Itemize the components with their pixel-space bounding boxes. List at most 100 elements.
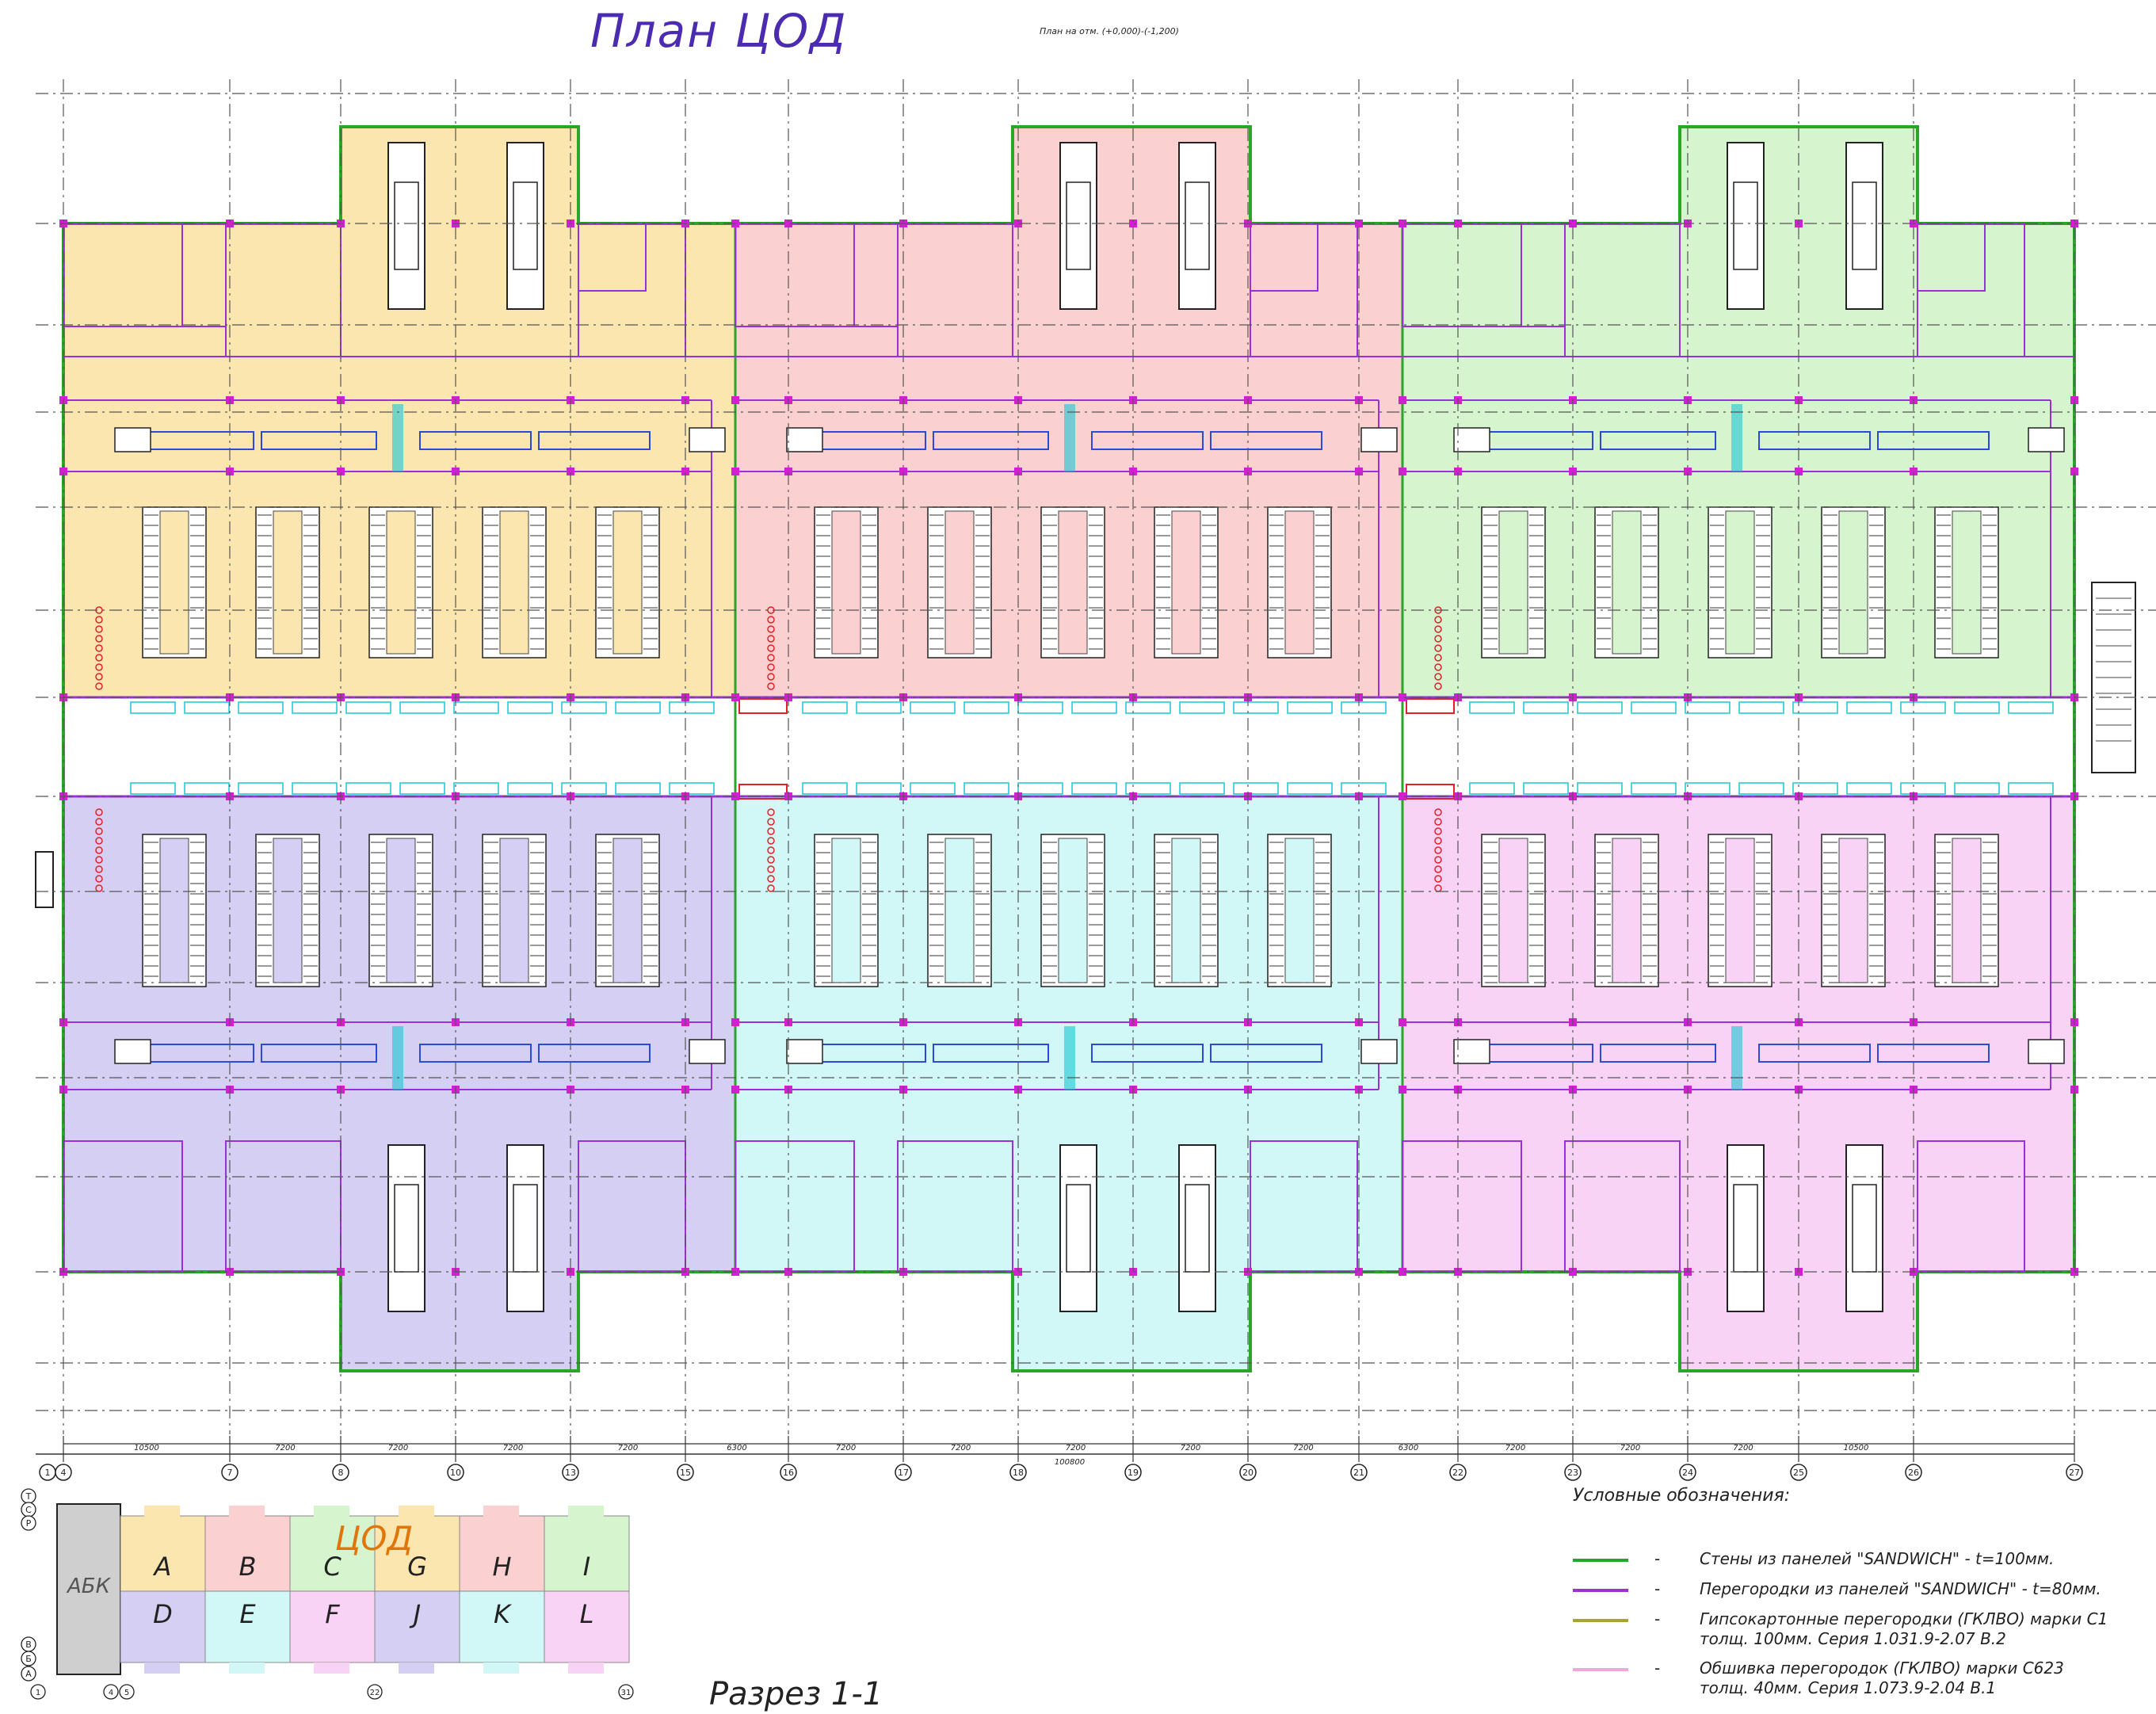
- ups-strip: [933, 1044, 1049, 1063]
- dimension-label: 7200: [388, 1444, 408, 1453]
- cooling-unit: [292, 701, 338, 714]
- cooling-unit: [910, 782, 956, 795]
- rack-aisle: [944, 838, 975, 983]
- axis-bubble-label: 7: [227, 1468, 233, 1478]
- dimension-label: 7200: [1620, 1444, 1640, 1453]
- legend-dash: -: [1654, 1549, 1661, 1568]
- generator-engine: [1733, 181, 1758, 270]
- rack-aisle: [273, 510, 303, 655]
- cooling-unit: [1738, 701, 1784, 714]
- plan-subtitle: План на отм. (+0,000)-(-1,200): [1040, 26, 1179, 36]
- pipe-marker: [1434, 616, 1442, 624]
- cooling-unit: [1017, 701, 1063, 714]
- section-label: Разрез 1-1: [709, 1676, 883, 1712]
- column-marker: [1355, 1268, 1363, 1276]
- key-zone-top: [289, 1515, 376, 1592]
- room-outline: [1250, 1140, 1358, 1273]
- pipe-marker: [767, 837, 775, 845]
- cooling-unit: [1900, 701, 1946, 714]
- rack-aisle: [1498, 510, 1528, 655]
- axis-bubble-label: 8: [338, 1468, 344, 1478]
- cooling-unit: [1577, 782, 1623, 795]
- cooling-unit: [1233, 782, 1279, 795]
- pipe-marker: [767, 663, 775, 671]
- cooling-unit: [1523, 782, 1569, 795]
- column-marker: [1454, 468, 1462, 475]
- axis-bubble: [1905, 1464, 1922, 1481]
- axis-bubble: [221, 1464, 238, 1481]
- pipe-marker: [767, 644, 775, 652]
- cable-tray: [1064, 404, 1075, 471]
- key-zone-protrusion: [568, 1506, 604, 1517]
- rack-aisle: [1838, 510, 1868, 655]
- cooling-unit: [1125, 701, 1171, 714]
- pipe-marker: [767, 616, 775, 624]
- cabinet: [1360, 427, 1398, 452]
- key-axis-label: А: [25, 1669, 32, 1679]
- cable-tray: [1731, 404, 1742, 471]
- key-zone-protrusion: [399, 1662, 434, 1674]
- cooling-unit: [1954, 701, 2000, 714]
- cooling-unit: [345, 701, 391, 714]
- generator: [1059, 142, 1097, 310]
- pipe-marker: [1434, 682, 1442, 690]
- cooling-unit: [669, 782, 715, 795]
- generator-engine: [1185, 181, 1210, 270]
- cooling-unit: [1954, 782, 2000, 795]
- key-zone-letter: D: [153, 1599, 173, 1629]
- rack-aisle: [1725, 838, 1755, 983]
- key-abk-block: [56, 1503, 121, 1675]
- dimension-label: 7200: [951, 1444, 971, 1453]
- column-marker: [784, 1268, 792, 1276]
- generator: [1178, 1144, 1216, 1312]
- ups-strip: [419, 431, 532, 450]
- pipe-marker: [1434, 865, 1442, 873]
- column-marker: [1355, 219, 1363, 227]
- pipe-marker: [95, 818, 103, 826]
- column-marker: [1910, 468, 1918, 475]
- legend-item-partition-cladding: - Обшивка перегородок (ГКЛВО) марки С623…: [1573, 1659, 2156, 1714]
- rack-aisle: [1952, 510, 1982, 655]
- axis-bubble-label: 4: [61, 1468, 67, 1478]
- cooling-unit: [1233, 701, 1279, 714]
- key-zone-protrusion: [314, 1662, 349, 1674]
- ups-strip: [1210, 431, 1322, 450]
- pipe-marker: [95, 837, 103, 845]
- cooling-unit: [1071, 782, 1117, 795]
- rack-aisle: [1725, 510, 1755, 655]
- pipe-marker: [1434, 875, 1442, 883]
- key-axis-label: T: [25, 1491, 32, 1502]
- key-zone-letter: I: [583, 1552, 590, 1582]
- key-zone-letter: H: [492, 1552, 511, 1582]
- key-axis-bubble: [21, 1651, 36, 1666]
- cooling-unit: [1685, 701, 1731, 714]
- pipe-marker: [767, 625, 775, 633]
- cabinet: [2028, 427, 2065, 452]
- key-zone-protrusion: [144, 1662, 180, 1674]
- axis-bubble: [332, 1464, 349, 1481]
- pipe-marker: [95, 884, 103, 892]
- pipe-marker: [1434, 818, 1442, 826]
- generator: [1845, 1144, 1883, 1312]
- key-axis-label: 31: [621, 1689, 632, 1697]
- room-outline: [735, 223, 855, 327]
- key-zone-letter: C: [323, 1552, 342, 1582]
- cooling-unit: [399, 701, 445, 714]
- cooling-unit: [1017, 782, 1063, 795]
- legend-swatch-olive: [1573, 1619, 1628, 1622]
- key-axis-label: B: [25, 1640, 32, 1650]
- key-zone-letter: E: [239, 1599, 256, 1629]
- column-marker: [681, 468, 689, 475]
- generator: [1727, 1144, 1765, 1312]
- pipe-marker: [95, 808, 103, 816]
- cooling-unit: [345, 782, 391, 795]
- key-axis-label: 4: [109, 1689, 113, 1697]
- column-marker: [1399, 693, 1406, 701]
- cooling-unit: [184, 701, 230, 714]
- rack-aisle: [273, 838, 303, 983]
- axis-bubble-label: 17: [898, 1468, 909, 1478]
- cooling-unit: [2008, 782, 2054, 795]
- cooling-unit: [964, 701, 1009, 714]
- legend-item-sandwich-walls: - Стены из панелей "SANDWICH" - t=100мм.: [1573, 1549, 2156, 1605]
- column-marker: [1014, 468, 1022, 475]
